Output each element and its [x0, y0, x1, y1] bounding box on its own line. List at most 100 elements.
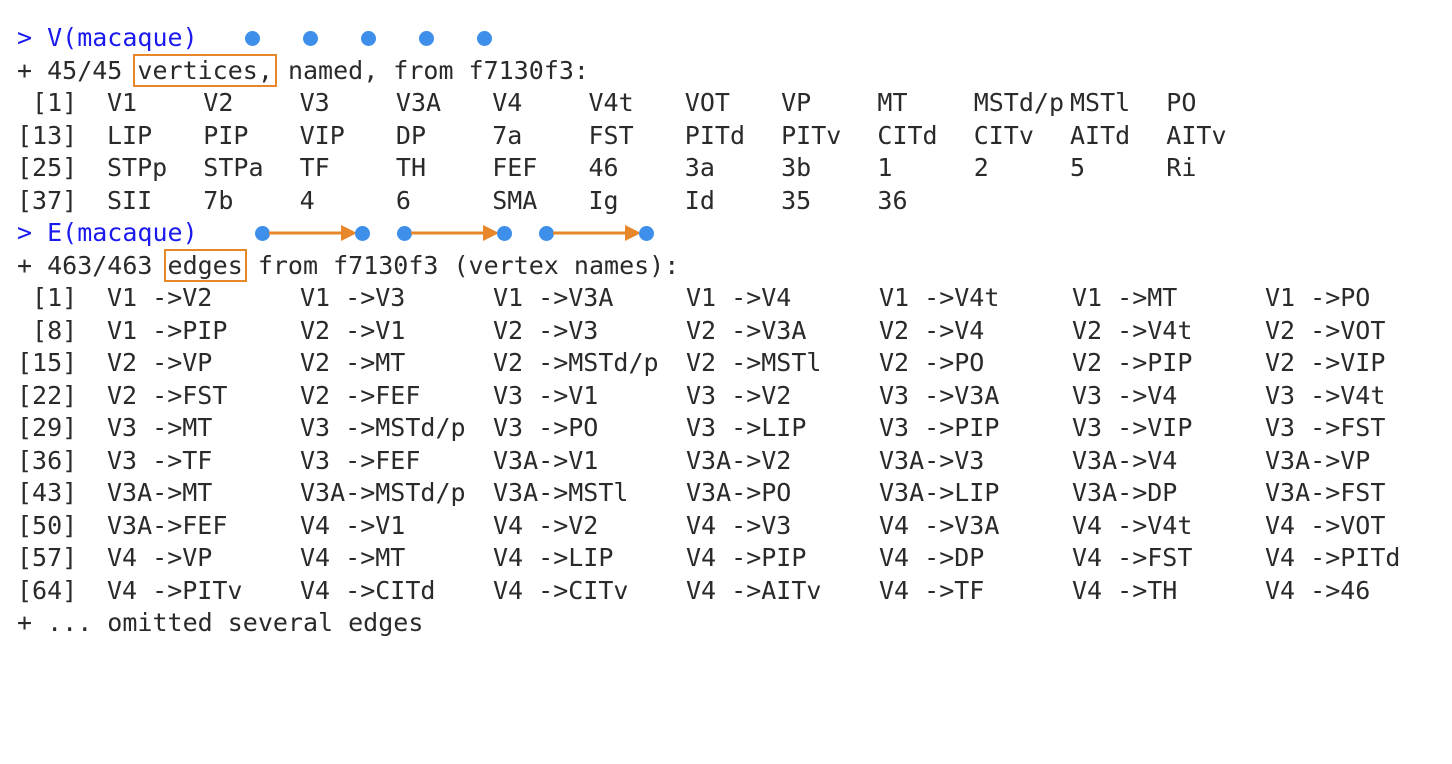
edge-label: V3 ->MSTd/p	[300, 413, 466, 442]
vertex-name: FST	[588, 120, 634, 150]
edge-label: V2 ->V4	[879, 315, 985, 345]
vertex-name: Ig	[588, 185, 619, 215]
vertex-name: CITv	[973, 120, 1034, 150]
row-index: [57]	[17, 543, 78, 572]
edge-row: [50] V3A->FEF V4 ->V1 V4 ->V2 V4 ->V3 V4 ->V3…	[17, 510, 1385, 543]
edge-label: V3 ->V2	[686, 380, 792, 410]
edge-label: V4 ->VOT	[1265, 510, 1386, 540]
v-summary-line: + 45/45 vertices, named, from f7130f3:	[17, 53, 679, 88]
vertex-name: VP	[781, 88, 812, 117]
edge-label: V1 ->PIP	[107, 315, 228, 345]
e-summary-line: + 463/463 edges from f7130f3 (vertex nam…	[17, 248, 679, 283]
edge-label: V2 ->PIP	[1072, 348, 1193, 377]
edge-label: V1 ->V4	[686, 283, 792, 312]
edge-label: V2 ->VOT	[1265, 315, 1386, 345]
vertex-name: Ri	[1166, 153, 1197, 182]
edge-label: V1 ->V3A	[493, 283, 614, 312]
edge-target-dot-icon	[639, 226, 654, 241]
vertex-name: MT	[877, 88, 908, 117]
edge-label: V4 ->PIP	[686, 543, 807, 572]
edge-label: V4 ->DP	[879, 543, 985, 572]
vertex-name: STPp	[107, 153, 168, 182]
edge-label: V3A->MSTl	[493, 478, 629, 507]
edge-label: V1 ->V4t	[879, 283, 1000, 312]
edge-label: V2 ->MT	[300, 348, 406, 377]
edge-label: V3A->PO	[686, 478, 792, 507]
edge-label: V2 ->V3	[493, 315, 599, 345]
edge-label: V2 ->FST	[107, 380, 228, 410]
summary-suffix: named, from f7130f3:	[272, 55, 589, 85]
edge-arrow-icon	[269, 225, 357, 241]
edge-label: V3 ->PO	[493, 413, 599, 442]
edge-label: V1 ->PO	[1265, 283, 1371, 312]
vertex-name: LIP	[107, 120, 153, 150]
edge-label: V4 ->VP	[107, 543, 213, 572]
vertex-dot-icon	[245, 31, 260, 46]
summary-prefix: + 463/463	[17, 250, 168, 280]
edge-label: V3 ->PIP	[879, 413, 1000, 442]
edge-label: V3 ->VIP	[1072, 413, 1193, 442]
row-index: [36]	[17, 445, 78, 475]
row-index: [29]	[17, 413, 78, 442]
row-index: [22]	[17, 380, 78, 410]
vertex-name: 1	[877, 153, 893, 182]
edge-label: V2 ->VIP	[1265, 348, 1386, 377]
r-console-output: > V(macaque)+ 45/45 vertices, named, fro…	[17, 22, 1400, 640]
edge-label: V2 ->PO	[879, 348, 985, 377]
vertex-name: PITv	[781, 120, 842, 150]
edge-label: V4 ->PITv	[107, 575, 243, 605]
edge-label: V4 ->V3A	[879, 510, 1000, 540]
row-index: [64]	[17, 575, 78, 605]
vertex-name: PITd	[684, 120, 746, 150]
summary-highlight: edges	[163, 248, 247, 282]
vertex-name: DP	[395, 120, 426, 150]
edge-label: V2 ->FEF	[300, 380, 421, 410]
edge-target-dot-icon	[497, 226, 512, 241]
footer-line: + ... omitted several edges	[17, 607, 679, 640]
edge-label: V3A->V3	[879, 445, 985, 475]
edge-label: V4 ->CITv	[493, 575, 629, 605]
edge-label: V3 ->TF	[107, 445, 213, 475]
edge-arrow-icon	[411, 225, 499, 241]
edge-source-dot-icon	[397, 226, 412, 241]
edge-label: V4 ->TF	[879, 575, 985, 605]
row-index: [15]	[17, 348, 78, 377]
edge-label: V4 ->MT	[300, 543, 406, 572]
edge-label: V4 ->V2	[493, 510, 599, 540]
edge-label: V2 ->V1	[300, 315, 406, 345]
vertex-name: MSTd/p	[973, 88, 1064, 117]
edge-label: V1 ->V2	[107, 283, 213, 312]
vertex-dot-icon	[419, 31, 434, 46]
vertex-name: 36	[877, 185, 908, 215]
vertex-name: V3	[299, 88, 330, 117]
summary-prefix: + 45/45	[17, 55, 138, 85]
edge-label: V4 ->V1	[300, 510, 406, 540]
vertex-dot-icon	[361, 31, 376, 46]
vertex-name: V4t	[588, 88, 634, 117]
vertex-name: 46	[588, 153, 619, 182]
edge-label: V3A->FEF	[107, 510, 228, 540]
vertex-name: SMA	[492, 185, 538, 215]
vertex-name: VOT	[684, 88, 730, 117]
edge-target-dot-icon	[355, 226, 370, 241]
edge-label: V3 ->MT	[107, 413, 213, 442]
vertex-name: Id	[684, 185, 715, 215]
row-index: [1]	[17, 88, 78, 117]
edge-label: V4 ->V3	[686, 510, 792, 540]
vertex-name: STPa	[203, 153, 264, 182]
edge-label: V4 ->46	[1265, 575, 1371, 605]
vertex-name: TF	[299, 153, 330, 182]
edge-label: V4 ->V4t	[1072, 510, 1193, 540]
vertex-name: AITd	[1070, 120, 1131, 150]
edge-label: V4 ->FST	[1072, 543, 1193, 572]
vertex-name: V4	[492, 88, 523, 117]
e-command-line: > E(macaque)	[17, 217, 679, 250]
row-index: [50]	[17, 510, 78, 540]
